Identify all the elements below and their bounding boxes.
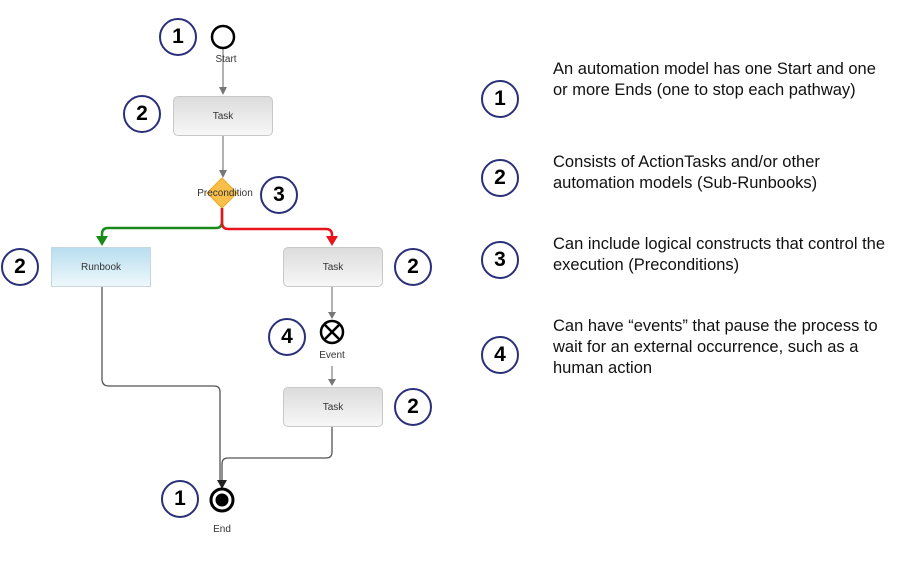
legend-text: Consists of ActionTasks and/or other aut… (553, 153, 820, 192)
legend-text: Can include logical constructs that cont… (553, 235, 886, 274)
connector-task-end (221, 427, 333, 482)
start-event-icon (210, 24, 236, 50)
event-label: Event (319, 350, 345, 361)
true-branch-connector (100, 208, 224, 240)
arrow-head (328, 379, 336, 386)
arrow-head (217, 480, 227, 489)
legend-badge: 1 (481, 80, 519, 118)
connector-runbook-end (101, 287, 221, 482)
legend-item: 3 Can include logical constructs that co… (481, 234, 891, 314)
badge-task-bottom: 2 (394, 388, 432, 426)
legend-badge: 4 (481, 336, 519, 374)
precondition-label: Precondition (197, 188, 253, 199)
legend-item: 2 Consists of ActionTasks and/or other a… (481, 152, 891, 232)
arrow-head (219, 87, 227, 95)
arrow-head (328, 312, 336, 319)
legend-item: 4 Can have “events” that pause the proce… (481, 316, 891, 396)
badge-task-right: 2 (394, 248, 432, 286)
arrow-head (326, 236, 338, 246)
legend-item: 1 An automation model has one Start and … (481, 59, 891, 139)
badge-end: 1 (161, 480, 199, 518)
legend-badge: 3 (481, 241, 519, 279)
false-branch-connector (220, 208, 334, 240)
runbook-node[interactable]: Runbook (51, 247, 151, 287)
legend-badge: 2 (481, 159, 519, 197)
end-label: End (213, 524, 231, 535)
badge-precondition: 3 (260, 176, 298, 214)
arrow-head (96, 236, 108, 246)
legend-text: Can have “events” that pause the process… (553, 317, 878, 377)
badge-start: 1 (159, 18, 197, 56)
badge-runbook: 2 (1, 248, 39, 286)
badge-task-top: 2 (123, 95, 161, 133)
task-node-top[interactable]: Task (173, 96, 273, 136)
legend-text: An automation model has one Start and on… (553, 60, 876, 99)
arrow-head (219, 170, 227, 178)
start-label: Start (215, 54, 237, 65)
task-node-right[interactable]: Task (283, 247, 383, 287)
badge-event: 4 (268, 318, 306, 356)
task-node-bottom[interactable]: Task (283, 387, 383, 427)
